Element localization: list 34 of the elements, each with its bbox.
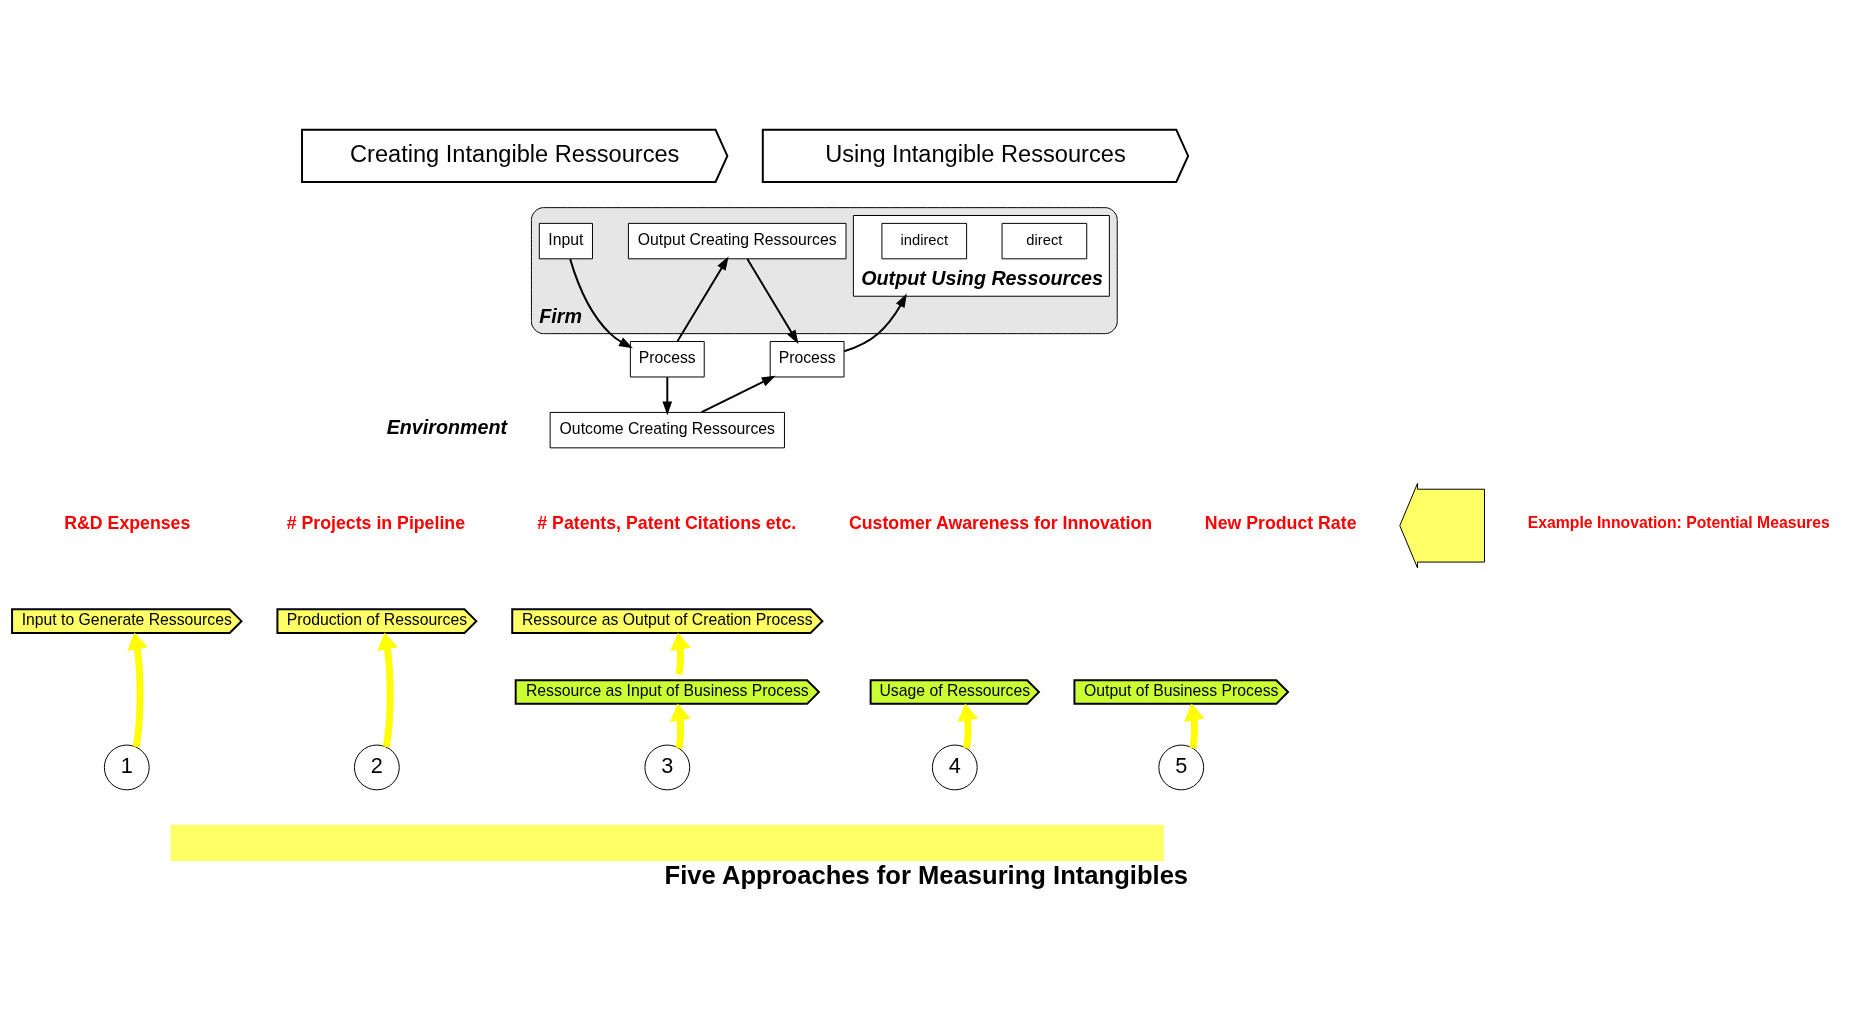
node-circle: 5 bbox=[1158, 744, 1205, 790]
node-box: indirect bbox=[881, 222, 968, 259]
diagram-title: Five Approaches for Measuring Intangibles bbox=[664, 860, 1189, 889]
arrow bbox=[700, 375, 776, 413]
node-label: Example Innovation: Potential Measures bbox=[1527, 513, 1830, 531]
arrow bbox=[377, 631, 398, 748]
arrow bbox=[843, 293, 907, 352]
node-box: Process bbox=[629, 340, 705, 377]
arrow bbox=[957, 703, 979, 749]
node-box: Outcome Creating Ressources bbox=[549, 411, 785, 448]
node-circle: 3 bbox=[644, 744, 691, 790]
arrow bbox=[662, 375, 673, 415]
node-bar bbox=[170, 824, 1164, 861]
arrow bbox=[569, 257, 633, 348]
arrow bbox=[670, 703, 691, 749]
node-circle: 1 bbox=[103, 744, 150, 790]
label: R&D Expenses bbox=[64, 512, 191, 533]
node-box: Input bbox=[538, 222, 593, 259]
label: New Product Rate bbox=[1204, 512, 1357, 533]
arrow bbox=[127, 631, 148, 748]
node-box: Output Creating Ressources bbox=[627, 222, 847, 259]
node-circle: 4 bbox=[931, 744, 978, 790]
arrow bbox=[1184, 703, 1205, 749]
arrow bbox=[670, 632, 691, 675]
node-box: direct bbox=[1001, 222, 1088, 259]
node-arrow bbox=[1399, 482, 1485, 568]
node-box: Process bbox=[769, 340, 845, 377]
arrow bbox=[676, 255, 729, 342]
label: Customer Awareness for Innovation bbox=[848, 512, 1153, 533]
label: # Patents, Patent Citations etc. bbox=[537, 512, 797, 533]
label: Environment bbox=[386, 415, 508, 438]
label: # Projects in Pipeline bbox=[286, 512, 465, 533]
node-circle: 2 bbox=[353, 744, 400, 790]
arrow bbox=[746, 257, 799, 344]
